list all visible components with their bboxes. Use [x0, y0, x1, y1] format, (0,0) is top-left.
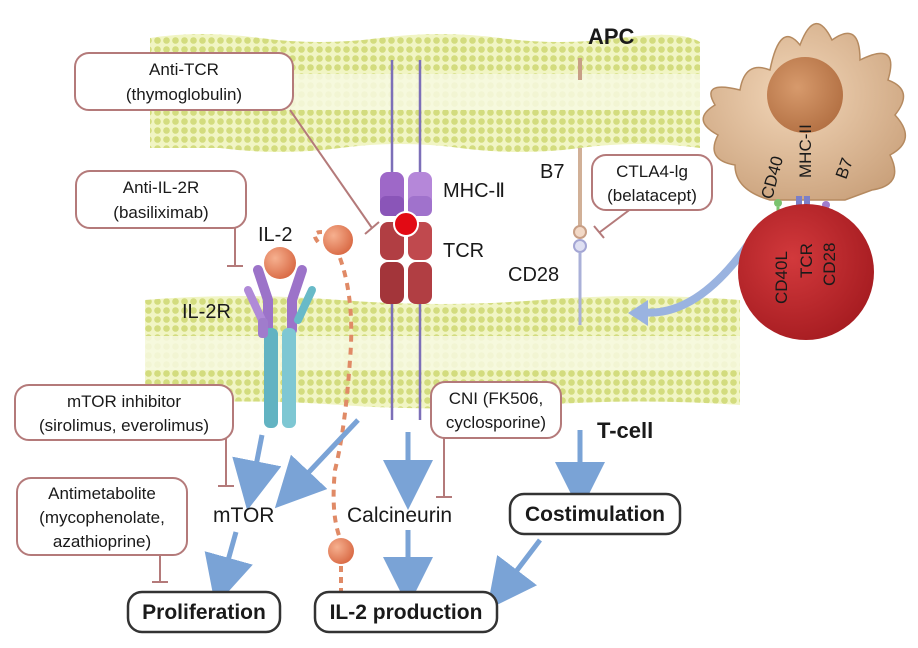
costimulation-label: Costimulation — [525, 503, 665, 526]
cni-line1: CNI (FK506, — [449, 389, 543, 408]
apc-label: APC — [588, 24, 635, 49]
tcr-label: TCR — [443, 240, 484, 262]
anti-il2r-line1: Anti-IL-2R — [123, 178, 200, 197]
antimetabolite-line3: azathioprine) — [53, 532, 151, 551]
il2-production-box: IL-2 production — [313, 590, 499, 634]
tcr-molecule — [380, 222, 432, 304]
signal-arrows — [204, 418, 605, 610]
il2-produced-ball — [328, 538, 354, 564]
il2r-label: IL-2R — [182, 301, 231, 323]
il2-receptor — [244, 265, 316, 428]
arrow-mtor-to-proliferation — [204, 531, 253, 607]
il2-secretion-dash — [331, 257, 354, 546]
arrow-costim-to-il2 — [486, 538, 542, 610]
tcell-label: T-cell — [597, 418, 653, 443]
anti-il2r-line2: (basiliximab) — [113, 203, 208, 222]
ctla4-box: CTLA4-lg (belatacept) — [591, 154, 713, 211]
ctla4-line2: (belatacept) — [607, 186, 697, 205]
il2-bound-ball — [264, 247, 296, 279]
receptor-stalks — [390, 60, 422, 420]
mtor-inhibitor-line2: (sirolimus, everolimus) — [39, 416, 209, 435]
anti-tcr-box: Anti-TCR (thymoglobulin) — [74, 52, 294, 111]
arrow-tcr-to-mtor — [274, 418, 360, 509]
antimetabolite-line2: (mycophenolate, — [39, 508, 165, 527]
mtor-inhibitor-line1: mTOR inhibitor — [67, 392, 181, 411]
proliferation-label: Proliferation — [142, 601, 266, 624]
anti-il2r-box: Anti-IL-2R (basiliximab) — [75, 170, 247, 229]
antigen-peptide — [393, 211, 419, 237]
anti-tcr-line2: (thymoglobulin) — [126, 85, 242, 104]
mtor-label: mTOR — [213, 504, 274, 527]
antimetabolite-box: Antimetabolite (mycophenolate, azathiopr… — [16, 477, 188, 556]
arrow-il2r-to-mtor — [232, 434, 282, 511]
inhibit-ctla4 — [599, 207, 633, 233]
il2-free-ball — [323, 225, 353, 255]
il2-production-label: IL-2 production — [330, 601, 483, 624]
inhibit-anti-tcr — [289, 109, 373, 229]
cni-line2: cyclosporine) — [446, 413, 546, 432]
calcineurin-label: Calcineurin — [347, 504, 452, 527]
il2-label: IL-2 — [258, 224, 292, 246]
anti-tcr-line1: Anti-TCR — [149, 60, 219, 79]
costimulation-box: Costimulation — [508, 492, 682, 536]
inset-apc-cell — [702, 22, 906, 201]
inset-cd28-label: CD28 — [820, 243, 839, 286]
inset-tcr-label: TCR — [797, 243, 816, 278]
cni-box: CNI (FK506, cyclosporine) — [430, 381, 562, 439]
antimetabolite-line1: Antimetabolite — [48, 484, 156, 503]
inset-mhc2-label: MHC-II — [796, 124, 815, 178]
b7-label: B7 — [540, 161, 564, 183]
mhc2-label: MHC-Ⅱ — [443, 180, 505, 202]
proliferation-box: Proliferation — [126, 590, 282, 634]
inset-arrowhead — [628, 300, 648, 326]
mtor-inhibitor-box: mTOR inhibitor (sirolimus, everolimus) — [14, 384, 234, 441]
il2-secretion-dash-top — [312, 230, 323, 244]
inhibitor-lines — [152, 109, 633, 583]
inset-tcell — [738, 204, 874, 340]
mhc-ii-molecule — [380, 172, 432, 216]
ctla4-line1: CTLA4-lg — [616, 162, 688, 181]
inset-cd40l-label: CD40L — [772, 251, 791, 304]
b7-cd28-pair — [573, 58, 587, 325]
cd28-label: CD28 — [508, 264, 559, 286]
